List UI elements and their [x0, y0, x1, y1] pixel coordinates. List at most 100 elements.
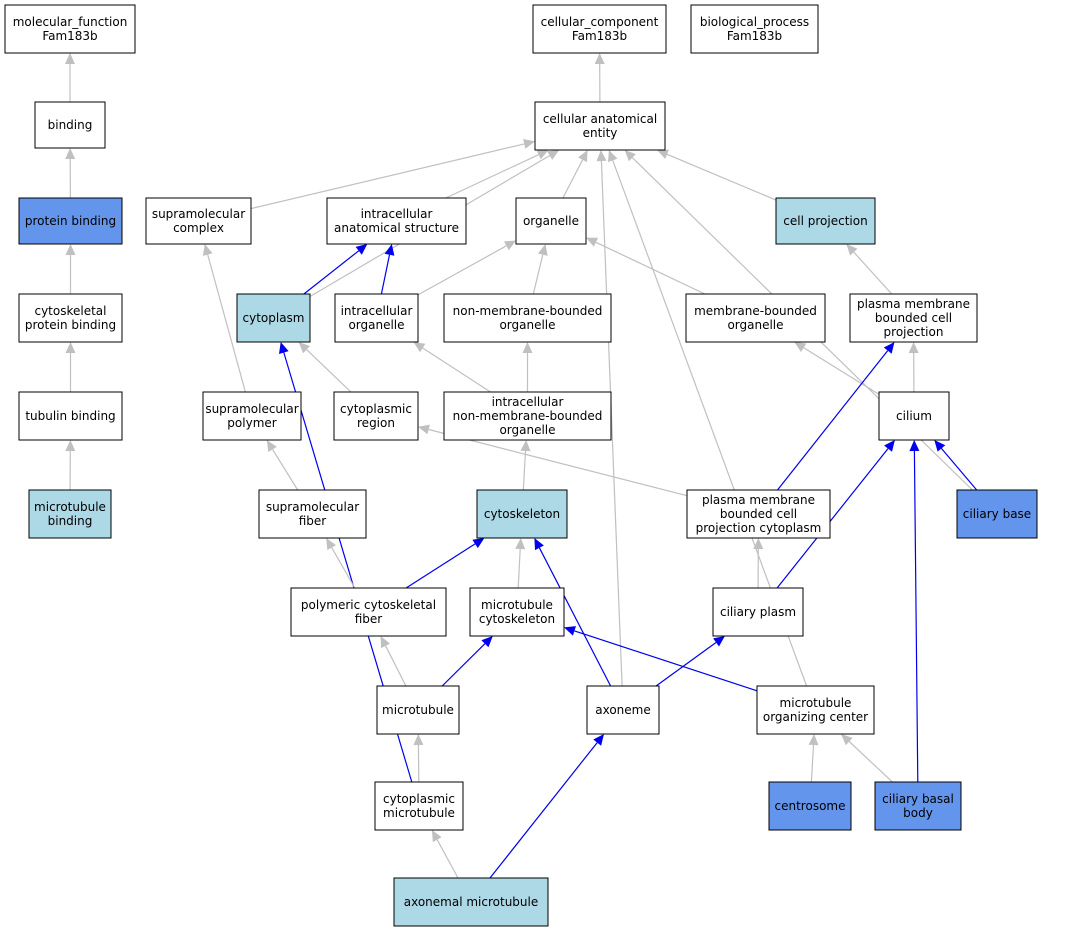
arrowhead-cilium-to-pmbcp: [908, 342, 919, 353]
node-label-line: microtubule: [382, 703, 454, 717]
node-cyto[interactable]: cytoplasm: [236, 293, 311, 343]
edge-csk-to-inmbo: [522, 450, 527, 491]
node-csk[interactable]: cytoskeleton: [476, 489, 568, 539]
node-label-line: binding: [48, 118, 93, 132]
node-box: [202, 391, 302, 441]
edge-mt-to-pcf: [385, 645, 407, 687]
edge-mt-to-mtc: [441, 643, 486, 687]
node-box: [334, 293, 419, 343]
edge-axo-to-csk: [538, 547, 612, 687]
node-box: [756, 685, 875, 735]
node-label-line: cytoplasmic: [340, 402, 412, 416]
node-box: [469, 587, 565, 637]
edge-layer: [65, 53, 978, 879]
arrowhead-io-to-ias: [384, 244, 395, 256]
node-label-line: protein binding: [25, 214, 116, 228]
arrowhead-pmbcpc-to-pmbcp: [883, 342, 895, 354]
node-mt[interactable]: microtubule: [376, 685, 460, 735]
arrowhead-cbb-to-cilium: [909, 440, 920, 452]
node-label-line: cytoplasmic: [383, 792, 455, 806]
node-amt[interactable]: axonemal microtubule: [393, 877, 549, 927]
node-label-line: protein binding: [25, 318, 116, 332]
edge-cyto-to-ias: [303, 250, 360, 295]
node-box: [712, 587, 804, 637]
node-box: [290, 587, 447, 637]
node-inmbo[interactable]: intracellularnon-membrane-boundedorganel…: [443, 391, 612, 441]
arrowhead-mtoc-to-cae: [608, 150, 618, 163]
node-label-line: Fam183b: [572, 29, 627, 43]
edge-pmbcpc-to-cr: [428, 428, 688, 497]
arrowhead-smc-to-cae: [523, 139, 535, 149]
node-label-line: centrosome: [775, 799, 846, 813]
node-label-line: organelle: [523, 214, 579, 228]
arrowhead-axo-to-cpl: [713, 636, 725, 647]
edge-axo-to-cpl: [655, 642, 717, 687]
node-label-line: ciliary base: [963, 507, 1031, 521]
node-label-line: microtubule: [383, 806, 455, 820]
node-box: [393, 877, 549, 927]
node-label-line: organizing center: [763, 710, 868, 724]
node-box: [476, 489, 568, 539]
arrowhead-mtc-to-csk: [515, 538, 526, 550]
node-cb[interactable]: ciliary base: [956, 489, 1038, 539]
node-org[interactable]: organelle: [515, 197, 587, 245]
node-label-line: projection: [884, 325, 944, 339]
node-label-line: intracellular: [492, 395, 564, 409]
node-box: [532, 4, 667, 54]
node-label-line: axonemal microtubule: [404, 895, 539, 909]
node-label-line: cytoskeleton: [479, 612, 555, 626]
node-label-line: organelle: [727, 318, 783, 332]
node-label-line: intracellular: [361, 207, 433, 221]
edge-cs-to-mtoc: [810, 744, 815, 783]
node-cpl[interactable]: ciliary plasm: [712, 587, 804, 637]
node-label-line: plasma membrane: [857, 297, 970, 311]
arrowhead-cb-to-cae: [624, 150, 636, 162]
node-box: [376, 685, 460, 735]
node-cilium[interactable]: cilium: [878, 391, 950, 441]
node-label-line: cytoskeletal: [34, 304, 106, 318]
node-pb[interactable]: protein binding: [18, 197, 123, 245]
node-label-line: microtubule: [481, 598, 553, 612]
node-box: [690, 4, 819, 54]
arrowhead-amt-to-cmt: [432, 830, 442, 843]
node-cp[interactable]: cell projection: [775, 197, 876, 245]
edge-pmbcp-to-cp: [853, 251, 893, 295]
node-box: [775, 197, 876, 245]
arrowhead-io-to-org: [504, 240, 516, 251]
arrowhead-axo-to-cae: [596, 150, 607, 162]
arrowhead-mt-to-mtc: [481, 636, 493, 648]
node-axo[interactable]: axoneme: [586, 685, 660, 735]
node-label-line: biological_process: [700, 15, 809, 29]
node-tb[interactable]: tubulin binding: [18, 391, 123, 441]
arrowhead-tb-to-cpb: [65, 342, 76, 353]
arrowhead-nmbo-to-org: [538, 244, 548, 256]
arrowhead-pcf-to-csk: [472, 538, 485, 549]
node-binding[interactable]: binding: [34, 101, 106, 149]
arrowhead-pmbcp-to-cp: [846, 244, 858, 256]
node-cs[interactable]: centrosome: [768, 781, 852, 831]
node-box: [326, 197, 467, 245]
edge-mtc-to-csk: [517, 548, 521, 589]
